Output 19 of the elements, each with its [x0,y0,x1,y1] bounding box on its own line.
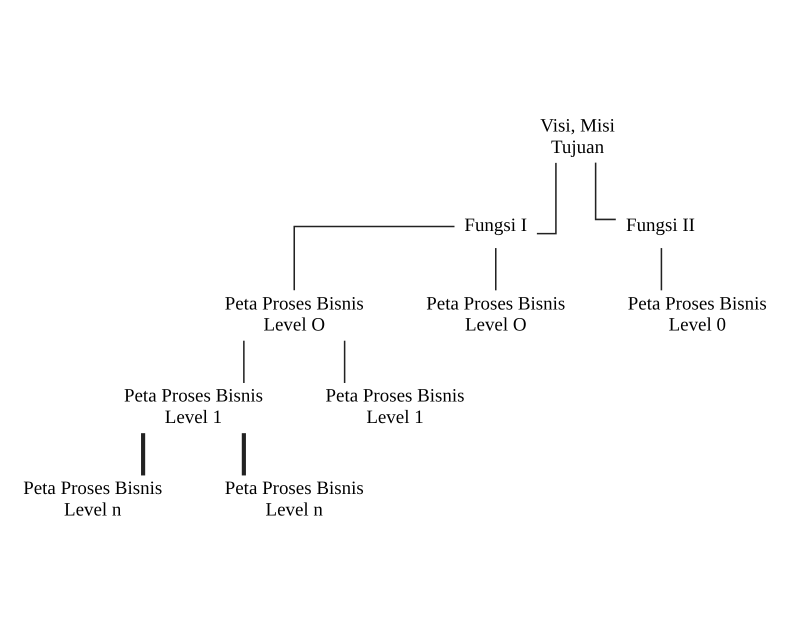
connector [344,340,346,382]
connector [660,248,662,290]
node-text: Peta Proses Bisnis Level 1 [124,385,263,428]
node-text: Fungsi II [626,214,696,236]
connector [594,162,616,220]
connector [495,248,497,290]
node-text: Peta Proses Bisnis Level 1 [325,385,465,428]
connector [141,432,146,475]
node-text: Visi, Misi Tujuan [540,114,615,158]
connector [536,162,557,234]
node-text: Peta Proses Bisnis Level n [23,478,162,520]
node-text: Peta Proses Bisnis Level O [426,292,566,336]
node-text: Fungsi I [464,214,528,236]
connector [242,432,246,475]
connector [293,225,454,290]
node-text: Peta Proses Bisnis Level 0 [628,292,767,336]
node-text: Peta Proses Bisnis Level n [224,478,364,520]
connector [243,340,245,382]
node-text: Peta Proses Bisnis Level O [224,292,364,336]
